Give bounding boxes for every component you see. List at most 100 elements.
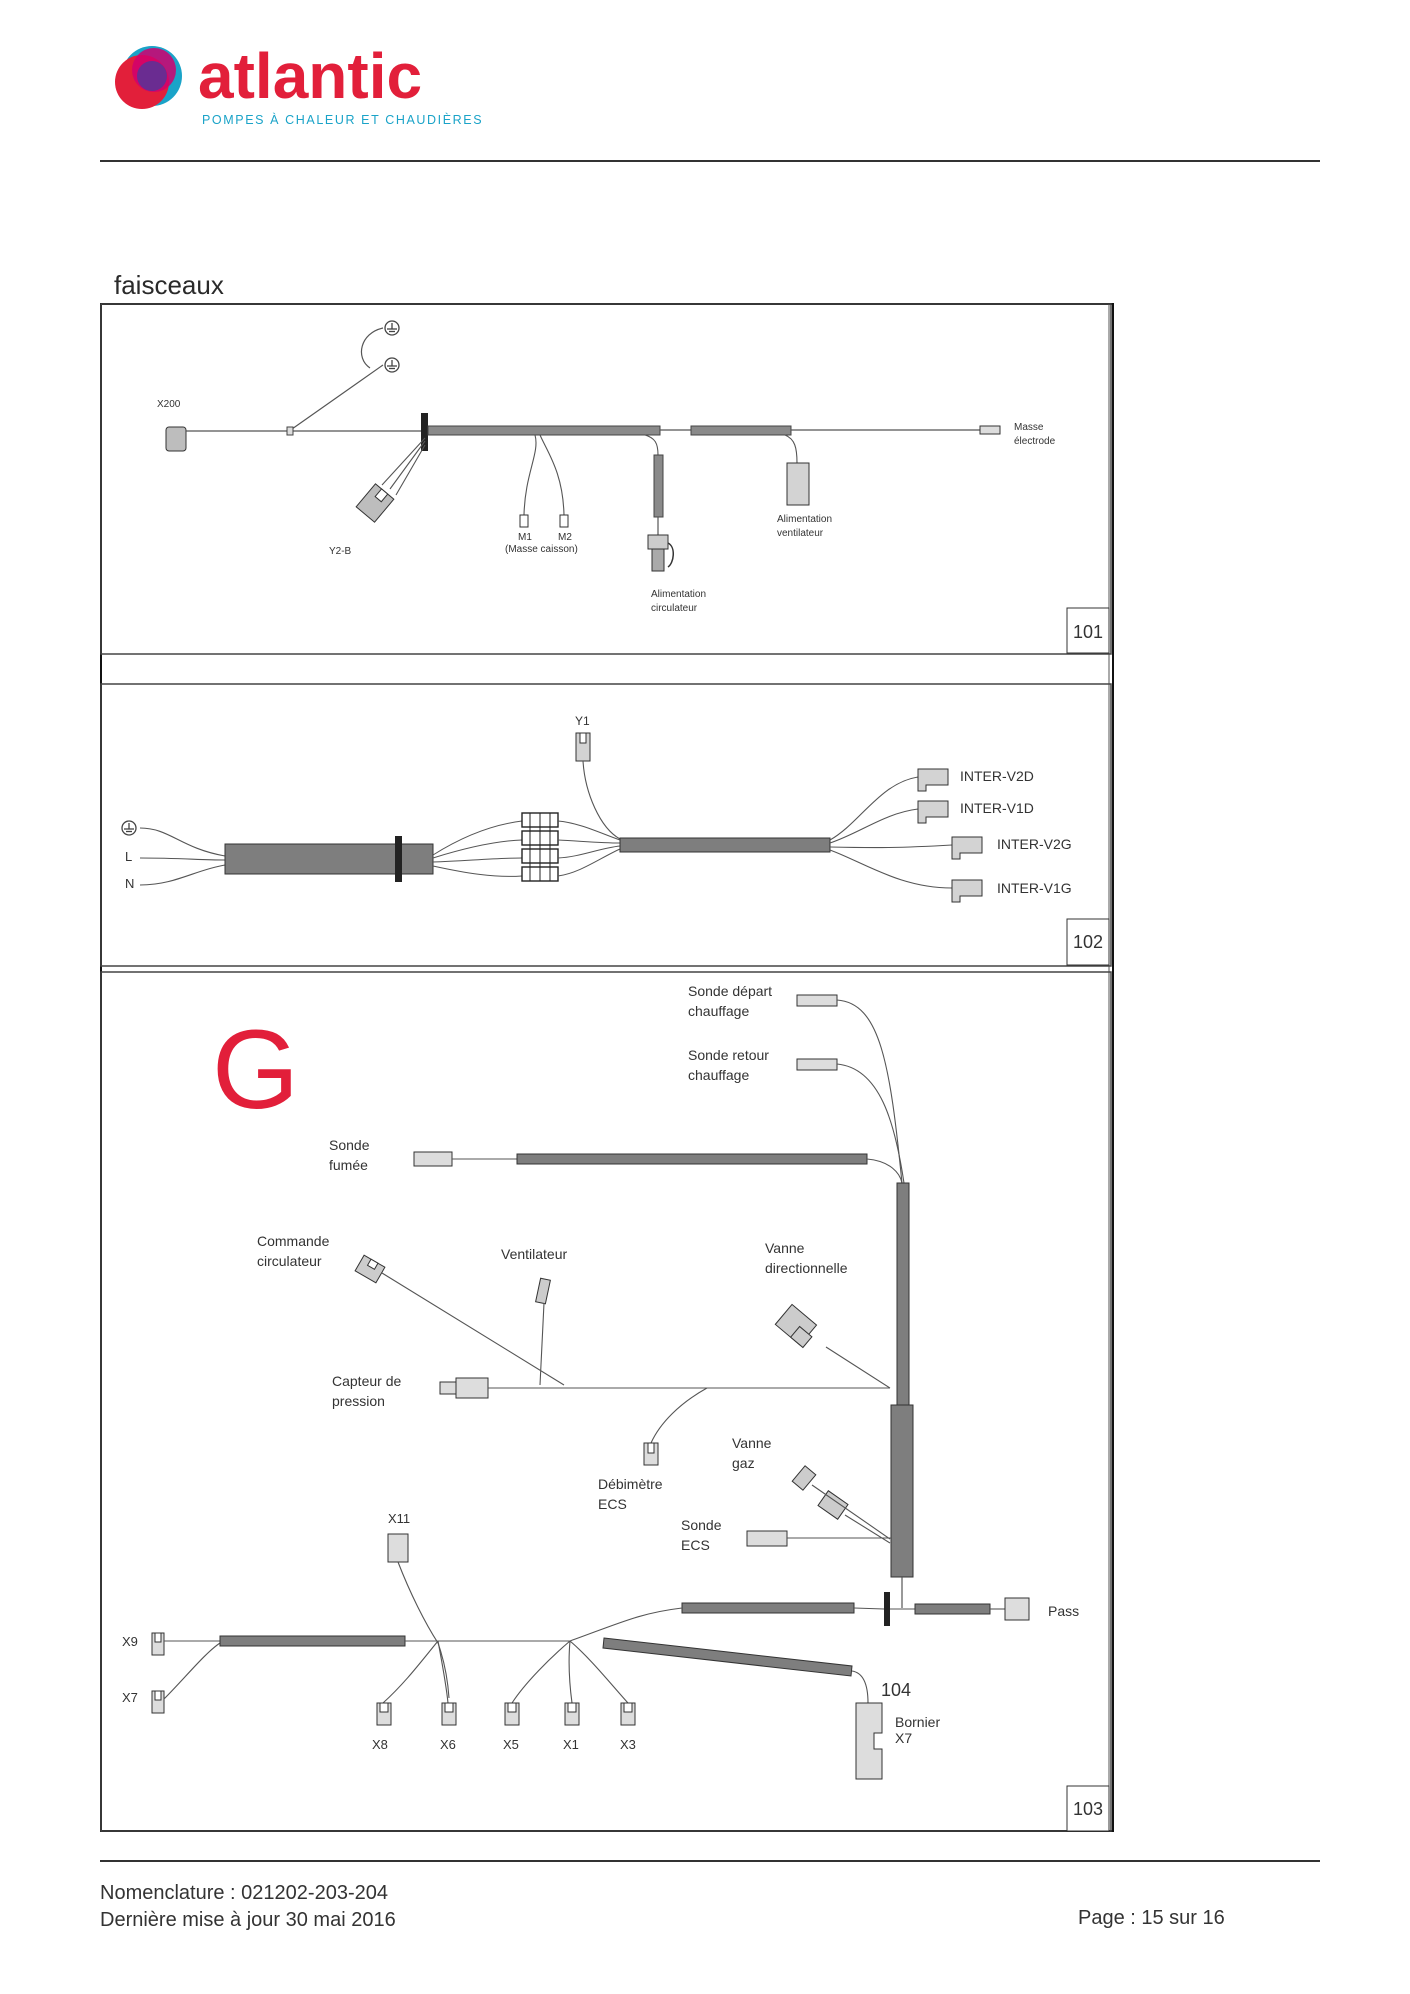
label-debimetre-2: ECS bbox=[598, 1496, 627, 1512]
label-pass: Pass bbox=[1048, 1603, 1079, 1619]
wire-x11 bbox=[397, 1561, 450, 1699]
wire-y1 bbox=[582, 760, 621, 840]
label-y2b: Y2-B bbox=[329, 546, 352, 557]
harness-sheath bbox=[219, 1635, 406, 1647]
panel-102: L N Y1 bbox=[100, 683, 1112, 967]
label-commande-circ-2: circulateur bbox=[257, 1253, 322, 1269]
wire-fumee-to-trunk bbox=[866, 1158, 903, 1184]
label-x200: X200 bbox=[157, 399, 181, 410]
ground-icon bbox=[121, 820, 137, 836]
sensor-sonde-retour bbox=[796, 1058, 838, 1071]
terminal-block bbox=[521, 812, 559, 882]
wires-branch-junction bbox=[381, 1272, 891, 1389]
label-x9: X9 bbox=[122, 1634, 138, 1649]
label-x8: X8 bbox=[372, 1737, 388, 1752]
panel-101-number-box bbox=[1066, 607, 1110, 654]
connector-commande-circulateur bbox=[354, 1254, 386, 1284]
connector-ventilateur bbox=[786, 462, 810, 506]
wire-m1-m2 bbox=[523, 434, 565, 516]
wire-ventilateur bbox=[784, 434, 798, 464]
footer-updated: Dernière mise à jour 30 mai 2016 bbox=[100, 1909, 396, 1931]
section-title: faisceaux bbox=[114, 270, 224, 300]
logo-wordmark: atlantic bbox=[198, 40, 422, 112]
connector-y2b bbox=[355, 483, 395, 523]
footer-page-number: Page : 15 sur 16 bbox=[1078, 1907, 1225, 1929]
connector-circulateur bbox=[647, 534, 674, 572]
label-debimetre-1: Débimètre bbox=[598, 1476, 663, 1492]
harness-sheath-diagonal bbox=[602, 1637, 853, 1677]
wires-to-terminals bbox=[432, 820, 523, 877]
sensor-sonde-ecs bbox=[746, 1530, 788, 1547]
grommet bbox=[395, 836, 402, 882]
footer-nomenclature: Nomenclature : 021202-203-204 bbox=[100, 1882, 388, 1904]
wires-from-terminals bbox=[557, 820, 621, 877]
sensor-capteur-pression-body bbox=[455, 1377, 489, 1399]
label-x5: X5 bbox=[503, 1737, 519, 1752]
label-x6: X6 bbox=[440, 1737, 456, 1752]
label-ventilateur: Ventilateur bbox=[501, 1246, 567, 1262]
sensor-capteur-pression bbox=[439, 1381, 457, 1395]
label-sonde-depart-1: Sonde départ bbox=[688, 983, 772, 999]
label-x11: X11 bbox=[388, 1511, 410, 1526]
panel-101: X200 Y2-B Masse électrode M1 M2 (Masse c… bbox=[100, 303, 1112, 655]
label-x3: X3 bbox=[620, 1737, 636, 1752]
sensor-sonde-depart bbox=[796, 994, 838, 1007]
label-sonde-ecs-2: ECS bbox=[681, 1537, 710, 1553]
panel-103-number: 103 bbox=[1073, 1799, 1103, 1819]
label-sonde-depart-2: chauffage bbox=[688, 1003, 749, 1019]
wire-circulateur bbox=[644, 434, 659, 456]
grommet bbox=[884, 1592, 890, 1626]
label-m1: M1 bbox=[518, 532, 532, 543]
harness-sheath bbox=[681, 1602, 855, 1614]
connector-x3 bbox=[620, 1702, 636, 1726]
ground-icon bbox=[384, 357, 400, 373]
label-masse-electrode-2: électrode bbox=[1014, 436, 1056, 447]
label-sonde-fumee-1: Sonde bbox=[329, 1137, 370, 1153]
harness-trunk-lower bbox=[890, 1404, 914, 1578]
panel-102-frame bbox=[100, 683, 1112, 967]
connector-masse-electrode bbox=[979, 425, 1001, 435]
wires-x8-x6 bbox=[382, 1640, 449, 1704]
label-alim-ventilateur-2: ventilateur bbox=[777, 528, 824, 539]
label-vanne-gaz-2: gaz bbox=[732, 1455, 755, 1471]
connector-bornier-x7 bbox=[855, 1702, 883, 1780]
connector-x6 bbox=[441, 1702, 457, 1726]
connector-vanne-gaz-2 bbox=[817, 1490, 849, 1520]
label-masse-electrode-1: Masse bbox=[1014, 422, 1044, 433]
footer-rule bbox=[100, 1860, 1320, 1862]
label-y1: Y1 bbox=[575, 714, 590, 728]
label-inter-v1g: INTER-V1G bbox=[997, 880, 1072, 896]
label-vanne-dir-2: directionnelle bbox=[765, 1260, 848, 1276]
wire-lower-run bbox=[569, 1607, 885, 1642]
connector-x8 bbox=[376, 1702, 392, 1726]
label-alim-ventilateur-1: Alimentation bbox=[777, 514, 832, 525]
wire-x7 bbox=[163, 1642, 221, 1700]
label-masse-caisson: (Masse caisson) bbox=[505, 544, 578, 555]
label-x7: X7 bbox=[122, 1690, 138, 1705]
connector-x1 bbox=[564, 1702, 580, 1726]
wires-inter bbox=[829, 776, 953, 889]
label-capteur-2: pression bbox=[332, 1393, 385, 1409]
label-n: N bbox=[125, 876, 134, 891]
label-inter-v2g: INTER-V2G bbox=[997, 836, 1072, 852]
harness-sheath bbox=[690, 425, 792, 436]
ground-icon bbox=[384, 320, 400, 336]
connector-inter-v1d bbox=[917, 800, 949, 824]
label-inter-v2d: INTER-V2D bbox=[960, 768, 1034, 784]
panel-103-number-box bbox=[1066, 1785, 1110, 1832]
label-x1: X1 bbox=[563, 1737, 579, 1752]
label-sonde-retour-2: chauffage bbox=[688, 1067, 749, 1083]
wire-sonde-retour bbox=[836, 1063, 905, 1184]
label-bornier-2: X7 bbox=[895, 1730, 912, 1746]
marker-g: G bbox=[212, 1007, 299, 1132]
panel-102-number: 102 bbox=[1073, 932, 1103, 952]
label-sonde-fumee-2: fumée bbox=[329, 1157, 368, 1173]
label-m2: M2 bbox=[558, 532, 572, 543]
connector-debimetre bbox=[643, 1442, 659, 1466]
connector-m2 bbox=[559, 514, 569, 528]
wire-sonde-depart bbox=[836, 999, 903, 1184]
label-inter-v1d: INTER-V1D bbox=[960, 800, 1034, 816]
grommet bbox=[421, 413, 428, 451]
harness-sheath-vertical bbox=[653, 454, 664, 518]
header-rule bbox=[100, 160, 1320, 162]
